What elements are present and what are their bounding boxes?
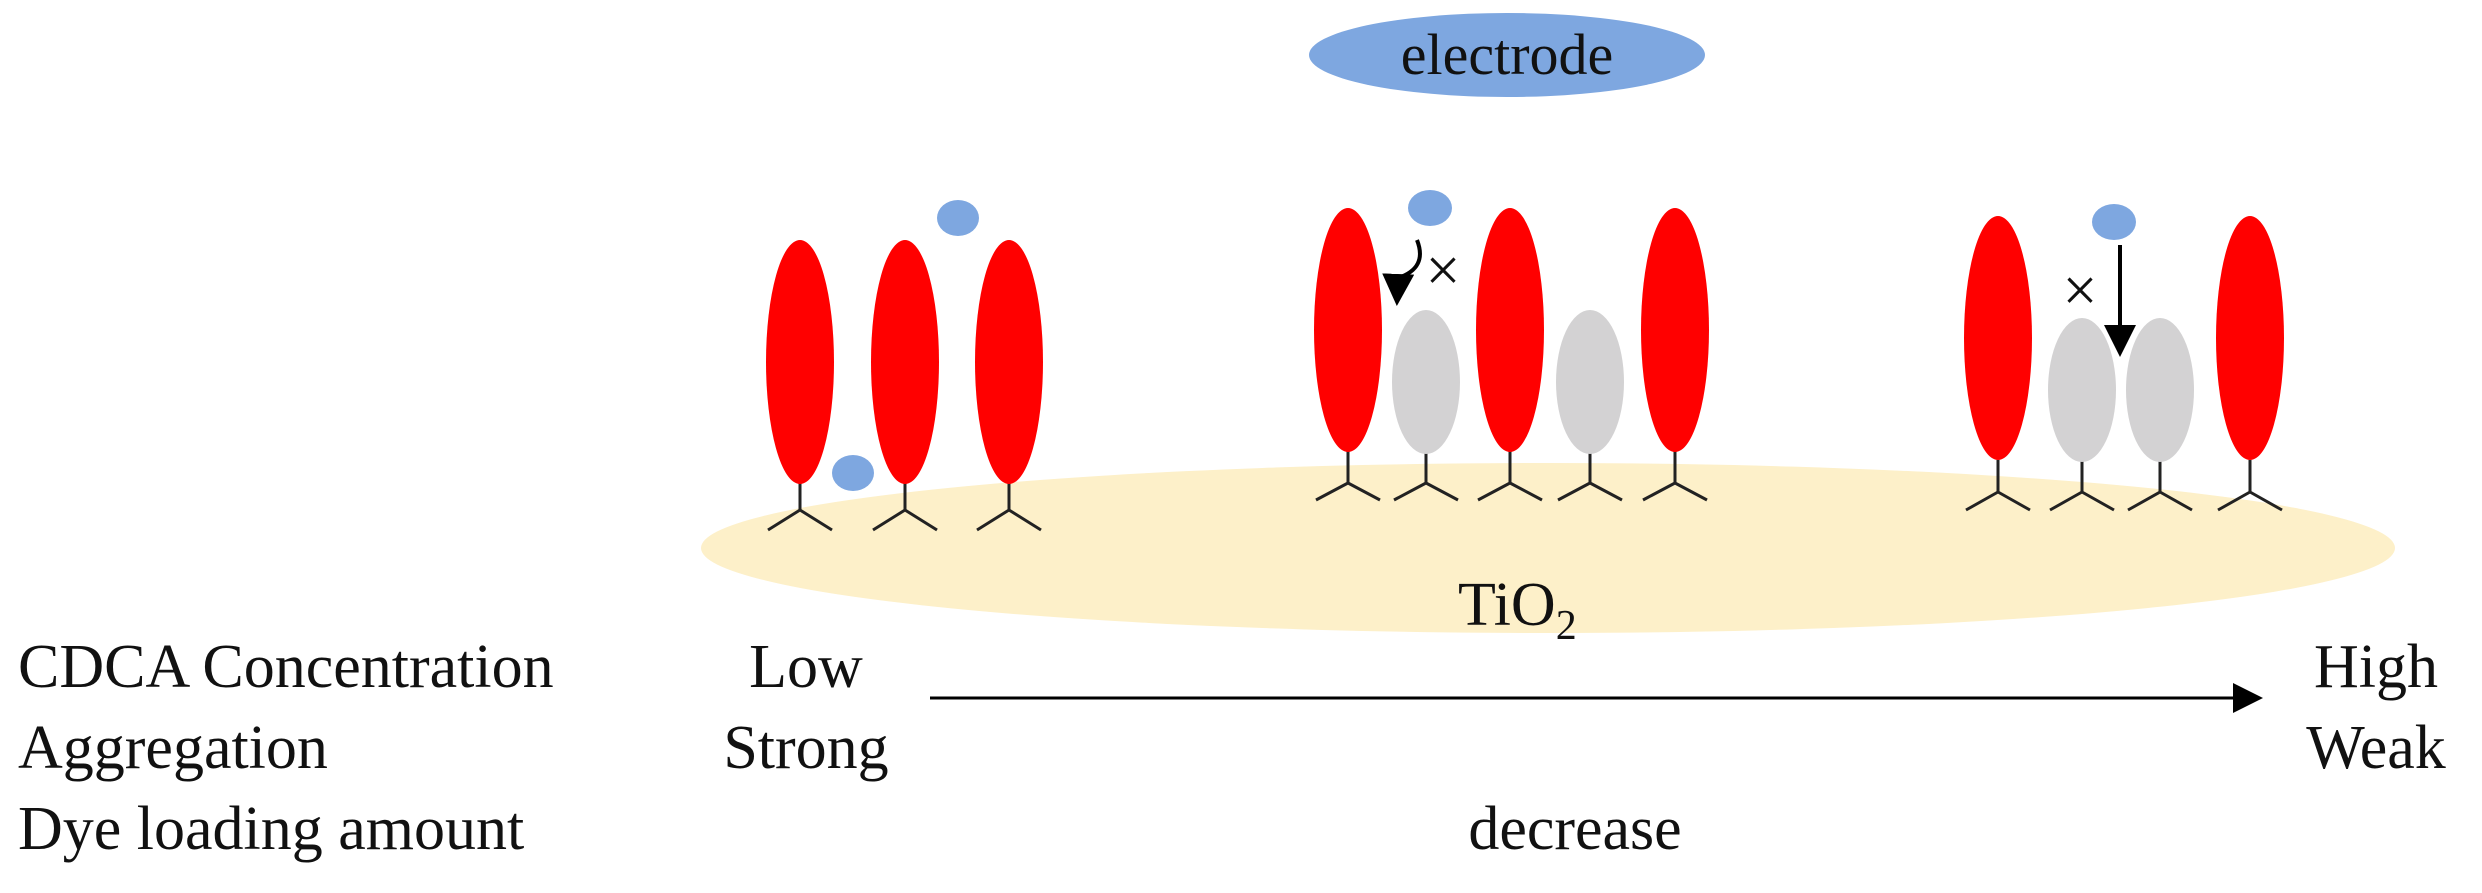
dye-molecule <box>766 240 834 484</box>
anchor-icon <box>2217 460 2283 512</box>
anchor-icon <box>1477 450 1543 502</box>
electrode-shape <box>1309 13 1705 97</box>
aggregation-strong-label: Strong <box>723 714 888 782</box>
cdca-high-label: High <box>2314 633 2438 701</box>
anchor-icon <box>872 482 938 532</box>
anchor-group <box>1315 450 1708 502</box>
dye-loading-label: Dye loading amount <box>18 795 524 863</box>
blocked-mark-icon: × <box>1426 237 1461 305</box>
electrolyte-ion <box>1408 190 1452 226</box>
cdca-molecule <box>2048 318 2116 462</box>
electrode: electrode <box>1309 13 1705 97</box>
electrode-label: electrode <box>1401 22 1614 87</box>
dye-molecule <box>1964 216 2032 460</box>
tio2-label-main: TiO <box>1458 571 1556 639</box>
aggregation-label: Aggregation <box>18 714 328 782</box>
cdca-low-label: Low <box>749 633 863 701</box>
cdca-molecule <box>2126 318 2194 462</box>
electrolyte-ion <box>937 200 979 236</box>
dye-group-low-cdca <box>766 200 1043 532</box>
blocked-path-arrow <box>1382 239 1422 306</box>
cdca-molecule <box>1556 310 1624 454</box>
dye-molecule <box>1476 208 1544 452</box>
anchor-group <box>767 482 1042 532</box>
anchor-icon <box>2127 460 2193 512</box>
dye-group-medium-cdca: × <box>1314 190 1709 502</box>
tio2-label-subscript: 2 <box>1556 603 1577 649</box>
dye-loading-decrease-label: decrease <box>1468 795 1681 863</box>
dye-group-high-cdca: × <box>1964 204 2284 512</box>
anchor-icon <box>767 482 833 532</box>
tio2-label: TiO2 <box>1458 571 1577 649</box>
dye-molecule <box>871 240 939 484</box>
anchor-icon <box>1557 450 1623 502</box>
anchor-icon <box>1393 450 1459 502</box>
anchor-icon <box>1315 450 1381 502</box>
tio2-substrate: TiO2 <box>701 463 2395 649</box>
dye-molecule <box>1314 208 1382 452</box>
anchor-icon <box>976 482 1042 532</box>
cdca-molecule <box>1392 310 1460 454</box>
anchor-group <box>1965 460 2283 512</box>
dye-molecule <box>975 240 1043 484</box>
cdca-concentration-label: CDCA Concentration <box>18 633 554 701</box>
dye-molecule <box>1641 208 1709 452</box>
anchor-icon <box>1642 450 1708 502</box>
anchor-icon <box>2049 460 2115 512</box>
dye-molecule <box>2216 216 2284 460</box>
electrolyte-ion <box>2092 204 2136 240</box>
anchor-icon <box>1965 460 2031 512</box>
electrolyte-ion <box>832 455 874 491</box>
aggregation-weak-label: Weak <box>2306 714 2446 782</box>
blocked-mark-icon: × <box>2063 257 2098 325</box>
